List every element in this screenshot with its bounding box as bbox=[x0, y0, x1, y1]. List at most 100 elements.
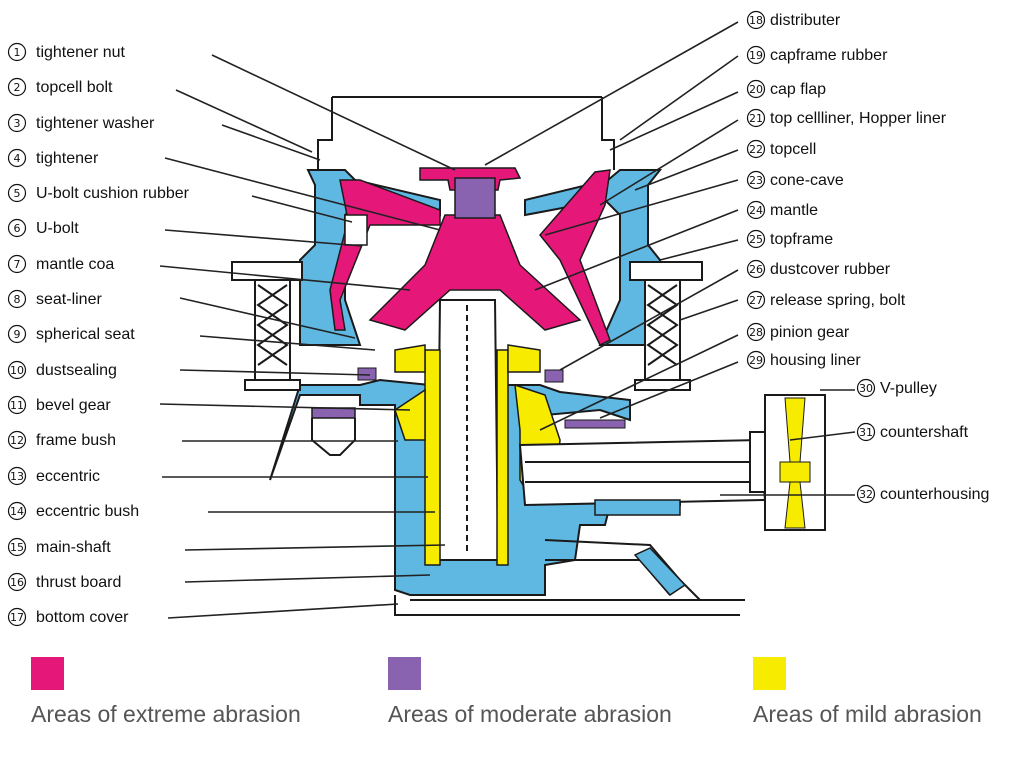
callout-label: tightener nut bbox=[36, 44, 126, 61]
mantle bbox=[368, 214, 582, 331]
callout-number: 10 bbox=[10, 364, 24, 377]
legend-label-moderate: Areas of moderate abrasion bbox=[388, 701, 672, 727]
callout-number: 13 bbox=[10, 470, 24, 483]
callout-label: cone-cave bbox=[770, 172, 844, 189]
callout-label: dustsealing bbox=[36, 362, 117, 379]
callout-number: 29 bbox=[749, 354, 763, 367]
housing-liner bbox=[564, 419, 626, 429]
callout-12: 12 frame bush bbox=[7, 430, 116, 450]
callout-22: 22 topcell bbox=[746, 139, 816, 159]
callout-label: pinion gear bbox=[770, 324, 850, 341]
callout-label: seat-liner bbox=[36, 291, 102, 308]
callout-number: 14 bbox=[10, 505, 24, 518]
callout-label: topframe bbox=[770, 231, 833, 248]
callout-number: 7 bbox=[14, 258, 21, 271]
oil-tank bbox=[311, 418, 356, 456]
callout-21: 21 top cellliner, Hopper liner bbox=[746, 108, 947, 128]
callout-label: spherical seat bbox=[36, 326, 135, 343]
counterhousing-flange bbox=[594, 499, 681, 516]
callout-label: topcell bolt bbox=[36, 79, 113, 96]
callout-5: 5 U-bolt cushion rubber bbox=[7, 183, 190, 203]
dustcover-rubber bbox=[544, 369, 564, 383]
eccentric bbox=[424, 349, 441, 566]
frame-bush-block bbox=[311, 407, 356, 419]
callout-label: top cellliner, Hopper liner bbox=[770, 110, 947, 127]
callout-10: 10 dustsealing bbox=[7, 360, 117, 380]
callout-label: distributer bbox=[770, 12, 841, 29]
spherical-seat bbox=[394, 344, 541, 373]
callout-label: V-pulley bbox=[880, 380, 937, 397]
hopper bbox=[317, 97, 615, 170]
callout-label: release spring, bolt bbox=[770, 292, 906, 309]
callout-label: tightener bbox=[36, 150, 99, 167]
callout-16: 16 thrust board bbox=[7, 572, 121, 592]
callout-label: mantle bbox=[770, 202, 818, 219]
callout-31: 31 countershaft bbox=[856, 422, 969, 442]
callout-number: 27 bbox=[749, 294, 763, 307]
callout-number: 17 bbox=[10, 611, 24, 624]
callout-number: 9 bbox=[14, 328, 21, 341]
bottom-cover bbox=[394, 595, 745, 616]
callout-label: frame bush bbox=[36, 432, 116, 449]
callout-29: 29 housing liner bbox=[746, 350, 861, 370]
callout-9: 9 spherical seat bbox=[7, 324, 135, 344]
oil-pipe-fill bbox=[633, 547, 687, 596]
callout-number: 28 bbox=[749, 326, 763, 339]
callout-14: 14 eccentric bush bbox=[7, 501, 139, 521]
callout-1: 1 tightener nut bbox=[7, 42, 126, 62]
callout-label: housing liner bbox=[770, 352, 861, 369]
u-bolt bbox=[344, 214, 368, 246]
callout-label: U-bolt cushion rubber bbox=[36, 185, 190, 202]
callout-number: 18 bbox=[749, 14, 763, 27]
callout-number: 32 bbox=[859, 488, 873, 501]
callout-number: 21 bbox=[749, 112, 763, 125]
callout-label: mantle coa bbox=[36, 256, 114, 273]
callout-number: 22 bbox=[749, 143, 763, 156]
right-release-spring bbox=[629, 261, 703, 391]
leader-lines bbox=[159, 21, 856, 619]
callout-27: 27 release spring, bolt bbox=[746, 290, 906, 310]
callout-label: tightener washer bbox=[36, 115, 155, 132]
callout-label: countershaft bbox=[880, 424, 969, 441]
callout-number: 30 bbox=[859, 382, 873, 395]
callout-label: counterhousing bbox=[880, 486, 989, 503]
callout-number: 4 bbox=[14, 152, 21, 165]
callout-23: 23 cone-cave bbox=[746, 170, 844, 190]
callout-label: topcell bbox=[770, 141, 816, 158]
callout-number: 5 bbox=[14, 187, 21, 200]
legend-swatch-extreme bbox=[31, 657, 64, 690]
legend-swatch-moderate bbox=[388, 657, 421, 690]
callout-number: 23 bbox=[749, 174, 763, 187]
callout-number: 1 bbox=[14, 46, 21, 59]
callout-label: capframe rubber bbox=[770, 47, 888, 64]
callout-label: bottom cover bbox=[36, 609, 129, 626]
callout-number: 16 bbox=[10, 576, 24, 589]
callout-label: cap flap bbox=[770, 81, 826, 98]
callout-19: 19 capframe rubber bbox=[746, 45, 888, 65]
callout-label: main-shaft bbox=[36, 539, 111, 556]
callout-number: 12 bbox=[10, 434, 24, 447]
callout-label: eccentric bush bbox=[36, 503, 139, 520]
legend-swatch-mild bbox=[753, 657, 786, 690]
legend: Areas of extreme abrasion Areas of moder… bbox=[31, 657, 982, 727]
callout-number: 19 bbox=[749, 49, 763, 62]
callout-32: 32 counterhousing bbox=[856, 484, 989, 504]
callout-label: thrust board bbox=[36, 574, 121, 591]
legend-label-extreme: Areas of extreme abrasion bbox=[31, 701, 301, 727]
callout-number: 31 bbox=[859, 426, 873, 439]
callout-number: 6 bbox=[14, 222, 21, 235]
callout-label: bevel gear bbox=[36, 397, 111, 414]
callout-label: U-bolt bbox=[36, 220, 79, 237]
callout-28: 28 pinion gear bbox=[746, 322, 850, 342]
callout-6: 6 U-bolt bbox=[7, 218, 79, 238]
left-release-spring bbox=[231, 261, 303, 391]
